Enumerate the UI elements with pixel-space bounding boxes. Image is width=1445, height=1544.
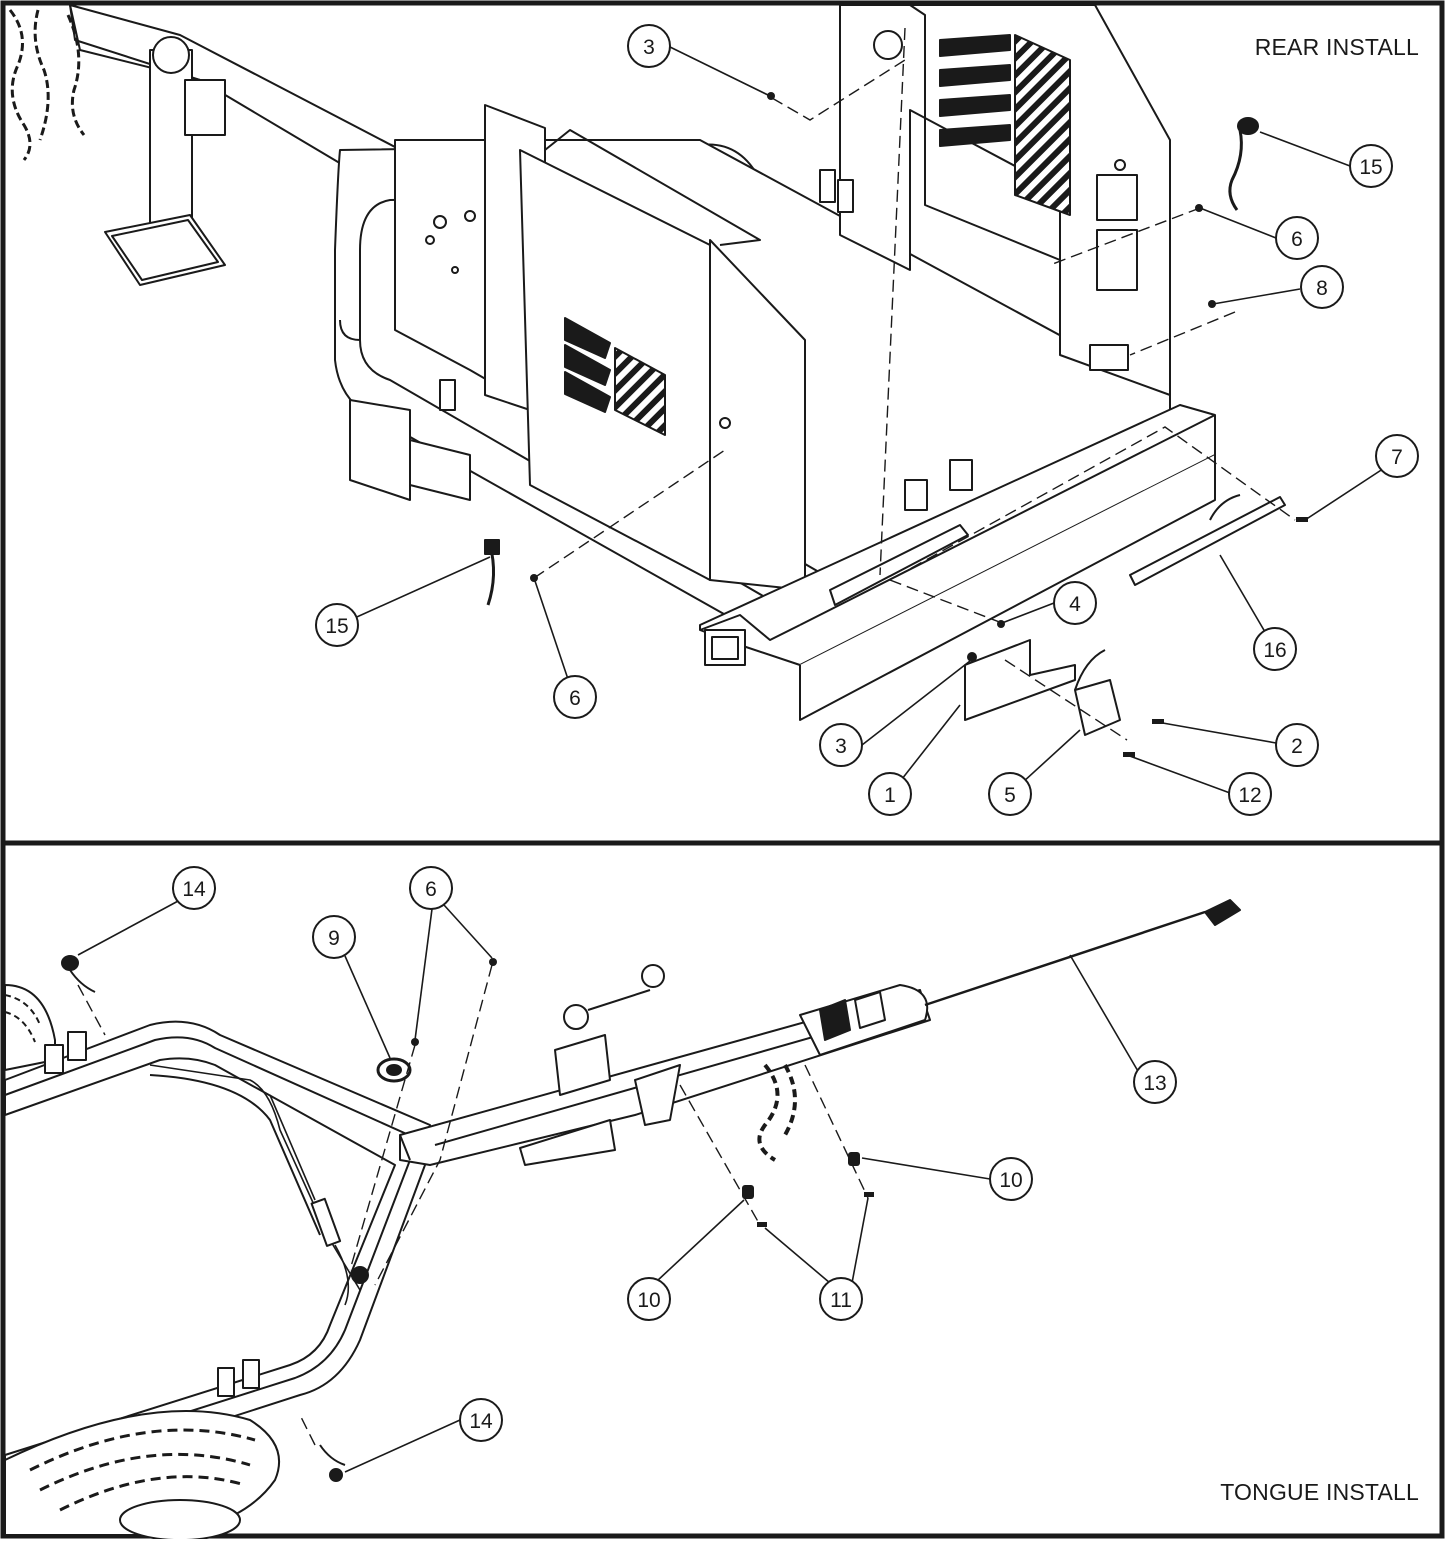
tongue-install-title: TONGUE INSTALL: [1220, 1479, 1419, 1505]
callout-bubble: 16: [1253, 627, 1297, 671]
callout-bubble: 13: [1133, 1060, 1177, 1104]
callout-bubble: 8: [1300, 265, 1344, 309]
callout-bubble: 10: [989, 1157, 1033, 1201]
tongue-install-illustration: [4, 899, 1241, 1541]
callout-label: 6: [1291, 228, 1303, 251]
callout-bubble: 6: [409, 866, 453, 910]
callout-label: 14: [182, 878, 206, 901]
safety-chain: [8, 9, 86, 161]
callout-bubble: 6: [553, 675, 597, 719]
callout-label: 9: [328, 927, 340, 950]
callout-bubble: 14: [459, 1398, 503, 1442]
callout-bubble: 7: [1375, 434, 1419, 478]
callout-bubble: 15: [1349, 144, 1393, 188]
tongue-hardware: [411, 958, 874, 1227]
callout-label: 11: [830, 1289, 852, 1312]
callout-bubble: 10: [627, 1277, 671, 1321]
callout-bubble: 9: [312, 915, 356, 959]
callout-label: 15: [1359, 156, 1382, 179]
callout-bubble: 12: [1228, 772, 1272, 816]
callout-bubble: 11: [819, 1277, 863, 1321]
callout-bubble: 15: [315, 603, 359, 647]
callout-label: 10: [999, 1169, 1022, 1192]
rear-install-title: REAR INSTALL: [1254, 34, 1419, 60]
callout-label: 14: [469, 1410, 493, 1433]
callout-label: 16: [1263, 639, 1286, 662]
callout-label: 10: [637, 1289, 660, 1312]
rear-install-illustration: [8, 4, 1286, 736]
callout-bubble: 14: [172, 866, 216, 910]
rear-callouts: 3 15 6 8 7 4 16 15 6 3 1 5 2 12: [315, 24, 1419, 816]
tongue-leader-lines: [77, 899, 1143, 1473]
callout-label: 8: [1316, 277, 1328, 300]
rear-hardware: [530, 92, 1308, 757]
callout-label: 6: [425, 878, 437, 901]
callout-label: 15: [325, 615, 348, 638]
callout-bubble: 3: [819, 723, 863, 767]
callout-label: 5: [1004, 784, 1016, 807]
callout-label: 3: [835, 735, 847, 758]
callout-label: 13: [1143, 1072, 1166, 1095]
rear-leader-lines: [338, 45, 1396, 794]
callout-label: 2: [1291, 735, 1303, 758]
callout-bubble: 6: [1275, 216, 1319, 260]
callout-bubble: 1: [868, 772, 912, 816]
callout-label: 1: [884, 784, 896, 807]
callout-label: 3: [643, 36, 655, 59]
callout-bubble: 2: [1275, 723, 1319, 767]
callout-label: 4: [1069, 593, 1081, 616]
rear-dashed-lines: [533, 27, 1296, 741]
callout-label: 12: [1238, 784, 1261, 807]
tongue-dashed-lines: [77, 964, 869, 1446]
callout-bubble: 4: [1053, 581, 1097, 625]
callout-bubble: 3: [627, 24, 671, 68]
callout-bubble: 5: [988, 772, 1032, 816]
tongue-callouts: 14 6 9 13 10 10 11 14: [172, 866, 1177, 1442]
callout-label: 7: [1391, 446, 1403, 469]
callout-label: 6: [569, 687, 581, 710]
